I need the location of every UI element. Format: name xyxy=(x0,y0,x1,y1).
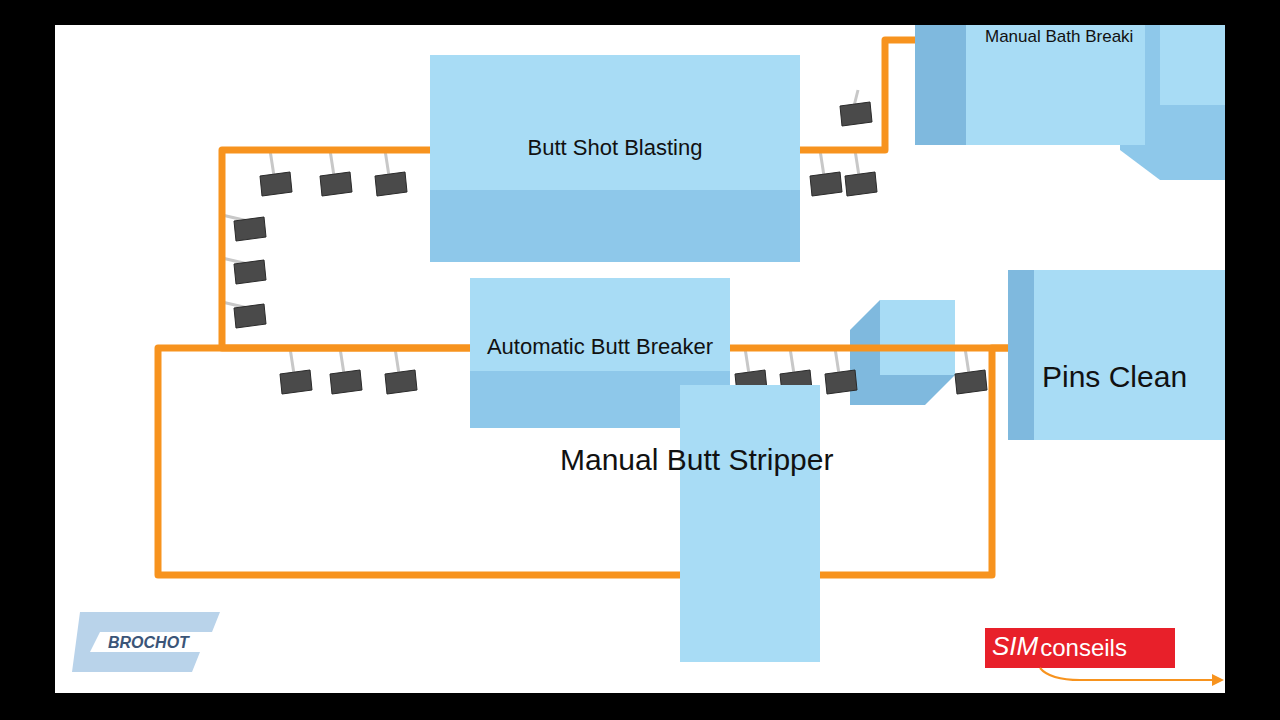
machine-box: Manual Butt Stripper xyxy=(680,385,820,662)
anode-butt xyxy=(234,260,266,284)
conveyor-line xyxy=(730,345,1008,352)
logo-text: SIM xyxy=(992,631,1038,662)
conveyor-line xyxy=(820,348,1008,575)
anode-butt xyxy=(375,172,407,196)
hanger-hook xyxy=(270,150,274,176)
anode-butt xyxy=(320,172,352,196)
hanger-hook xyxy=(330,150,334,176)
anode-butt xyxy=(330,370,362,394)
anode-butt xyxy=(385,370,417,394)
hanger-hook xyxy=(385,150,389,176)
hanger-hook xyxy=(835,348,839,374)
machine-label: Butt Shot Blasting xyxy=(528,135,703,160)
machine-box: Pins Clean xyxy=(1008,270,1225,440)
anode-butt xyxy=(955,370,987,394)
logo-underline xyxy=(1040,668,1212,680)
logo-arrow xyxy=(1212,674,1224,686)
small-machine-box-top xyxy=(880,300,955,375)
anode-butt xyxy=(840,102,872,126)
hanger-hook xyxy=(790,348,794,374)
machine-box: Manual Bath Breaki xyxy=(915,25,1145,145)
machine-label: Manual Bath Breaki xyxy=(985,27,1133,47)
logo-text: BROCHOT xyxy=(108,634,189,652)
hanger-hook xyxy=(820,150,824,176)
conveyor-line xyxy=(800,40,915,150)
machine-label: Automatic Butt Breaker xyxy=(487,334,713,359)
small-machine-box xyxy=(850,300,955,405)
anode-butt xyxy=(810,172,842,196)
anode-butt xyxy=(234,217,266,241)
hanger-hook xyxy=(340,348,344,374)
brochot-logo-shape xyxy=(72,612,220,672)
anode-butt xyxy=(845,172,877,196)
machine-box: Butt Shot Blasting xyxy=(430,55,800,262)
simconseils-logo-box xyxy=(985,628,1175,668)
hanger-hook xyxy=(745,348,749,374)
anode-butt xyxy=(280,370,312,394)
hanger-hook xyxy=(965,348,969,374)
hanger-hook xyxy=(855,150,859,176)
machine-box-top xyxy=(1160,25,1225,105)
machine-label: Manual Butt Stripper xyxy=(560,443,833,478)
machine-label: Pins Clean xyxy=(1042,360,1187,395)
hanger-hook xyxy=(395,348,399,374)
hanger-hook xyxy=(290,348,294,374)
anode-butt xyxy=(825,370,857,394)
anode-butt xyxy=(260,172,292,196)
logo-text: conseils xyxy=(1040,634,1127,662)
anode-butt xyxy=(234,304,266,328)
